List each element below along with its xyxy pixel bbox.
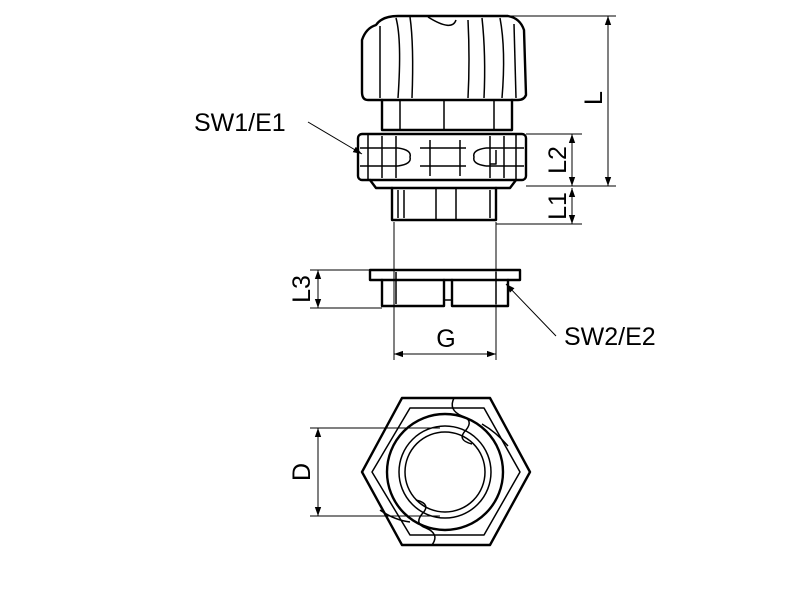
label-l1: L1	[544, 192, 572, 220]
label-sw2-e2: SW2/E2	[564, 323, 656, 351]
gland-side-view	[356, 14, 528, 222]
label-sw1-e1: SW1/E1	[194, 109, 286, 137]
label-l: L	[580, 91, 608, 105]
dim-d	[310, 427, 440, 517]
entry-thread	[390, 186, 498, 222]
label-l3: L3	[288, 275, 316, 303]
dim-g	[393, 222, 497, 360]
gland-top-view	[360, 396, 532, 547]
label-l2: L2	[544, 146, 572, 174]
label-g: G	[436, 325, 455, 353]
label-d: D	[288, 463, 316, 481]
locknut-side-view	[368, 268, 522, 308]
dim-l1	[496, 188, 582, 225]
sw2-leader	[505, 283, 557, 337]
body-hex	[356, 132, 528, 190]
dim-l3	[310, 269, 382, 309]
sealing-cap	[360, 14, 528, 132]
sw1-leader	[307, 121, 363, 155]
dim-l	[508, 15, 616, 187]
dim-l2	[526, 133, 582, 186]
